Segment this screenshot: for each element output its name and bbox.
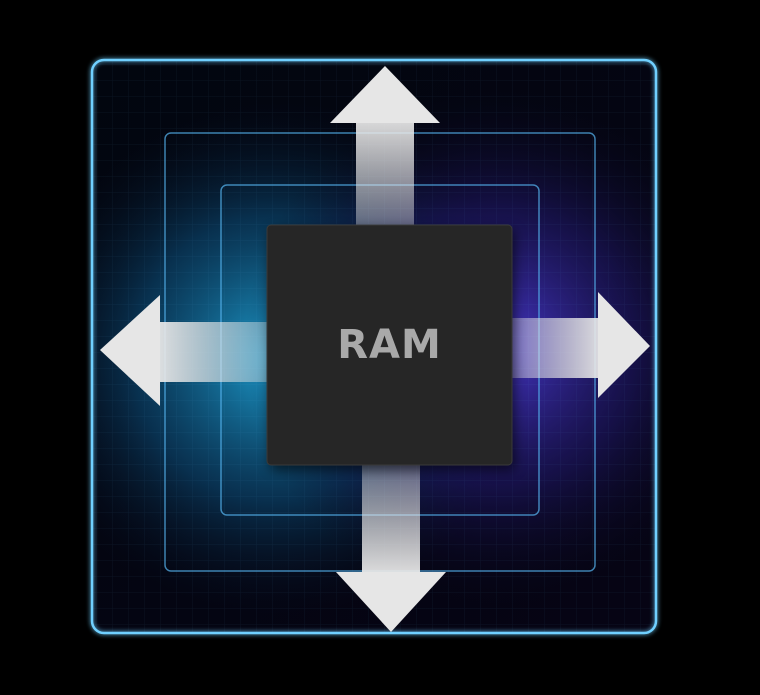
arrow-down-icon <box>336 572 446 632</box>
arrow-up-icon <box>330 66 440 123</box>
arrow-left-icon <box>100 295 160 406</box>
arrow-right-shaft <box>510 318 602 378</box>
arrow-up-shaft <box>356 118 414 230</box>
memory-chip-icon <box>266 224 515 470</box>
arrow-left-shaft <box>158 322 270 382</box>
arrow-right-icon <box>598 292 650 398</box>
arrow-down-shaft <box>362 462 420 574</box>
